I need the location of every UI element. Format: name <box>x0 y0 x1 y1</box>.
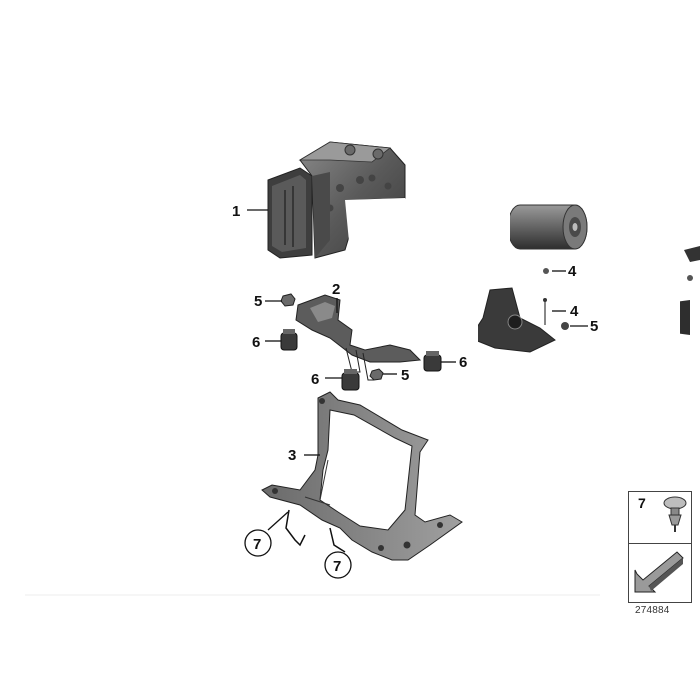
masked-region <box>348 205 680 348</box>
callout-3: 3 <box>288 447 296 464</box>
nut-5-center <box>369 368 384 381</box>
callout-6-left: 6 <box>252 334 260 351</box>
callout-2: 2 <box>332 281 340 298</box>
arrow-icon <box>634 551 684 593</box>
rubber-mount-6-center <box>341 369 360 391</box>
callout-5-center: 5 <box>401 367 409 384</box>
nut-5-left <box>280 293 296 307</box>
callout-6-center: 6 <box>311 371 319 388</box>
rubber-mount-6-right <box>423 351 442 372</box>
detail-view-motor <box>507 204 588 250</box>
callout-7-left: 7 <box>244 529 272 557</box>
callout-6-right: 6 <box>459 354 467 371</box>
reference-number: 274884 <box>635 605 670 616</box>
legend-part-number: 7 <box>638 495 646 511</box>
callout-7-left-label: 7 <box>253 536 261 553</box>
legend-divider <box>629 543 691 544</box>
clip-icon <box>663 496 687 532</box>
callout-1: 1 <box>232 203 240 220</box>
lower-bracket <box>261 391 463 561</box>
callout-5-right: 5 <box>590 318 598 335</box>
callout-5-left: 5 <box>254 293 262 310</box>
callout-7-right: 7 <box>324 551 352 579</box>
callout-7-right-label: 7 <box>333 558 341 575</box>
callout-4-lower: 4 <box>570 303 579 320</box>
leader-lines <box>247 209 588 564</box>
upper-bracket <box>295 294 422 381</box>
legend-box: 7 <box>628 491 692 603</box>
rubber-mount-6-left <box>280 329 298 351</box>
callout-4-upper: 4 <box>568 263 577 280</box>
